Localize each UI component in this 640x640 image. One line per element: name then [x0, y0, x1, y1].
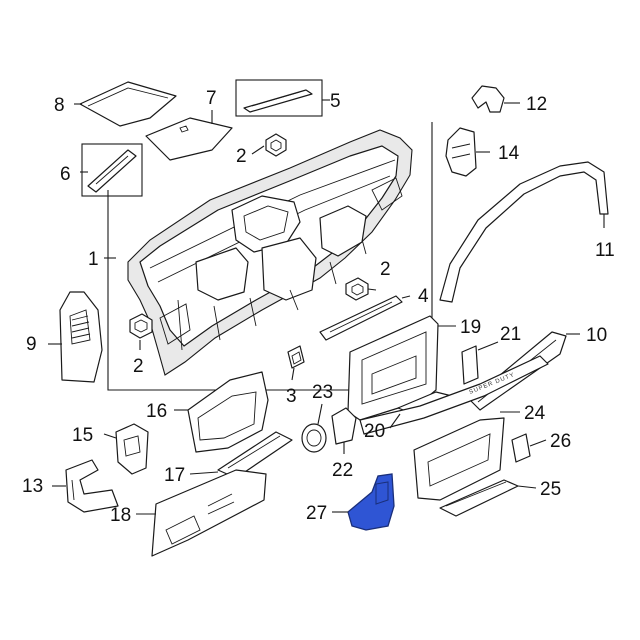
callout-11: 11	[595, 240, 615, 261]
callout-15: 15	[72, 425, 93, 446]
clip-part-2-top	[265, 133, 287, 157]
callout-18: 18	[110, 505, 131, 526]
top-panel-part-8	[79, 81, 177, 127]
small-panel-part-21	[461, 345, 479, 385]
cluster-bezel-part-16	[187, 371, 269, 453]
callout-1: 1	[88, 249, 99, 270]
callout-4: 4	[418, 286, 429, 307]
speaker-part-23	[301, 423, 327, 453]
callout-16: 16	[146, 401, 167, 422]
callout-2-right: 2	[380, 259, 391, 280]
speaker-grille-part-6	[81, 143, 143, 197]
callout-20: 20	[364, 421, 385, 442]
trim-strip-part-4	[319, 295, 403, 341]
callout-7: 7	[206, 88, 217, 109]
a-pillar-trim-part-11	[439, 161, 609, 303]
switch-bracket-part-15	[115, 423, 149, 475]
leader-lines	[48, 99, 605, 515]
callout-3: 3	[286, 386, 297, 407]
callout-21: 21	[500, 324, 521, 345]
callout-22: 22	[332, 460, 353, 481]
side-panel-part-9	[59, 291, 103, 383]
callout-19: 19	[460, 317, 481, 338]
callout-17: 17	[164, 465, 185, 486]
callout-26: 26	[550, 431, 571, 452]
callout-25: 25	[540, 479, 561, 500]
callout-2-top: 2	[236, 146, 247, 167]
callout-8: 8	[54, 95, 65, 116]
callout-27: 27	[306, 503, 327, 524]
bracket-part-3	[287, 345, 305, 369]
callout-23: 23	[312, 382, 333, 403]
knee-panel-part-18	[151, 469, 267, 557]
clip-part-2-right	[345, 277, 369, 301]
callout-6: 6	[60, 164, 71, 185]
bracket-part-14	[445, 127, 477, 177]
lower-center-console	[413, 417, 505, 501]
callout-14: 14	[498, 143, 520, 164]
switch-part-26	[511, 433, 531, 463]
cap-part-12	[471, 85, 505, 113]
vent-part-22	[331, 407, 357, 445]
instrument-panel-frame	[107, 122, 433, 391]
defroster-grille-part-5	[235, 79, 323, 117]
callout-2-left: 2	[133, 356, 144, 377]
callout-9: 9	[26, 334, 37, 355]
callout-5: 5	[330, 91, 341, 112]
duct-part-13	[65, 459, 119, 513]
callout-labels: 1 2 2 2 3 4 5 6 7 8 9 10 11 12 13 14 15 …	[22, 88, 615, 526]
callout-24: 24	[524, 403, 546, 424]
clip-part-2-left	[129, 313, 153, 339]
highlighted-part-27	[347, 473, 395, 531]
callout-10: 10	[586, 325, 607, 346]
cover-panel-part-7	[145, 117, 233, 161]
callout-12: 12	[526, 94, 547, 115]
callout-13: 13	[22, 476, 43, 497]
